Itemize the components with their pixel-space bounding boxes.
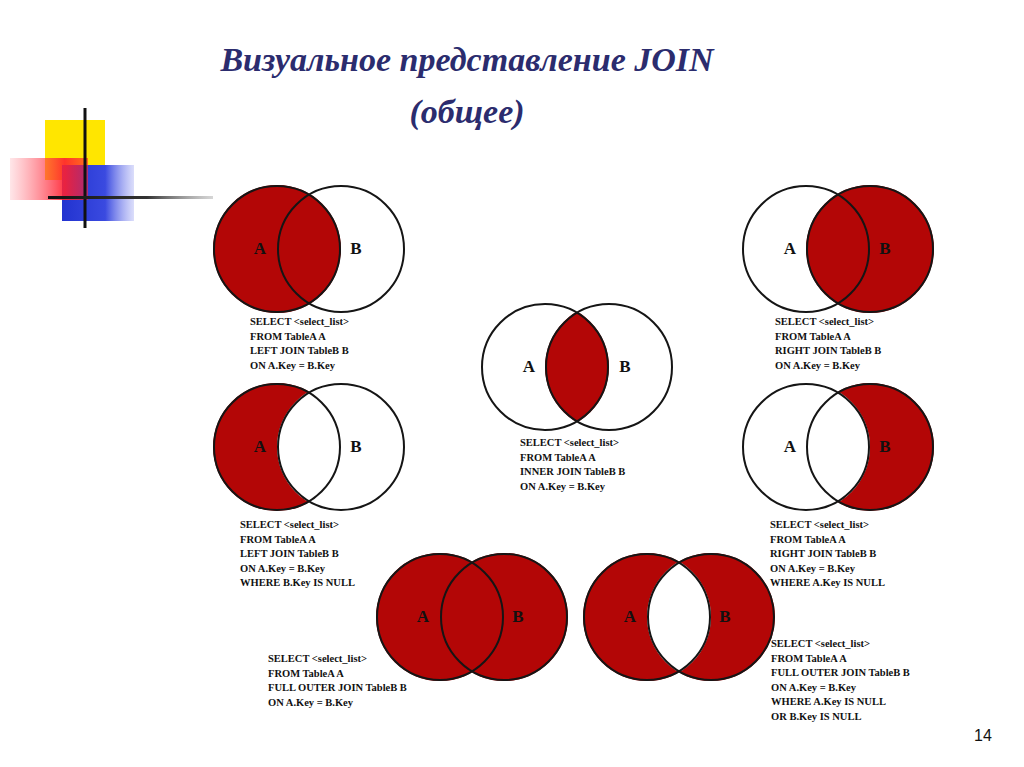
sql-code-line: WHERE A.Key IS NULL xyxy=(770,576,885,589)
sql-code-line: FROM TableA A xyxy=(268,667,344,680)
sql-code-line: FULL OUTER JOIN TableB B xyxy=(268,681,407,694)
sql-code-line: SELECT <select_list> xyxy=(771,637,870,650)
set-letter: B xyxy=(879,437,890,457)
set-circle: B xyxy=(647,553,775,681)
set-letter: B xyxy=(512,607,523,627)
circle-outline xyxy=(278,384,404,510)
sql-code-line: FROM TableA A xyxy=(240,533,316,546)
sql-code-line: ON A.Key = B.Key xyxy=(520,480,605,493)
set-circle: B xyxy=(806,383,934,511)
circle-outline xyxy=(277,185,405,313)
sql-code-line: SELECT <select_list> xyxy=(770,518,869,531)
set-circle: B xyxy=(440,553,568,681)
set-letter: A xyxy=(417,607,429,627)
slide-title: Визуальное представление JOIN (общее) xyxy=(207,34,727,138)
sql-code-line: SELECT <select_list> xyxy=(520,436,619,449)
sql-code-line: SELECT <select_list> xyxy=(775,315,874,328)
circle-outline xyxy=(277,383,405,511)
circle-outline xyxy=(278,186,404,312)
sql-code-line: FROM TableA A xyxy=(770,533,846,546)
sql-code-line: WHERE A.Key IS NULL xyxy=(771,695,886,708)
sql-code-line: SELECT <select_list> xyxy=(250,315,349,328)
set-letter: B xyxy=(350,437,361,457)
set-circle: B xyxy=(545,303,673,431)
set-letter: A xyxy=(254,437,266,457)
sql-code-line: ON A.Key = B.Key xyxy=(268,696,353,709)
full-exclusive-fill xyxy=(583,553,775,681)
circle-outline xyxy=(647,553,775,681)
right-join-fill xyxy=(806,185,934,313)
circle-outline xyxy=(807,384,933,510)
sql-code-line: OR B.Key IS NULL xyxy=(771,710,861,723)
circle-outline xyxy=(648,554,774,680)
circle-outline xyxy=(807,186,933,312)
set-letter: A xyxy=(254,239,266,259)
page-number: 14 xyxy=(974,727,992,745)
circle-outline xyxy=(806,383,934,511)
sql-code-line: LEFT JOIN TableB B xyxy=(250,344,349,357)
sql-code-line: FROM TableA A xyxy=(771,652,847,665)
decoration xyxy=(0,0,260,240)
sql-code-line: FROM TableA A xyxy=(520,451,596,464)
sql-code-line: FROM TableA A xyxy=(250,330,326,343)
deco-line xyxy=(48,196,213,199)
right-only-fill xyxy=(806,383,934,511)
set-letter: A xyxy=(523,357,535,377)
circle-outline xyxy=(546,304,672,430)
sql-code-line: ON A.Key = B.Key xyxy=(770,562,855,575)
circle-outline xyxy=(806,185,934,313)
set-circle: B xyxy=(806,185,934,313)
deco-line xyxy=(84,108,87,228)
sql-code-line: SELECT <select_list> xyxy=(240,518,339,531)
red-square xyxy=(10,158,88,200)
set-letter: A xyxy=(624,607,636,627)
full-join-fill xyxy=(376,553,568,681)
set-circle: B xyxy=(277,383,405,511)
sql-code-line: RIGHT JOIN TableB B xyxy=(770,547,876,560)
sql-code-line: WHERE B.Key IS NULL xyxy=(240,576,355,589)
sql-code-line: FULL OUTER JOIN TableB B xyxy=(771,666,910,679)
circle-outline xyxy=(440,553,568,681)
set-letter: B xyxy=(350,239,361,259)
sql-code-line: ON A.Key = B.Key xyxy=(771,681,856,694)
set-letter: B xyxy=(719,607,730,627)
sql-code-line: FROM TableA A xyxy=(775,330,851,343)
set-letter: A xyxy=(784,239,796,259)
set-letter: A xyxy=(784,437,796,457)
set-circle: B xyxy=(277,185,405,313)
sql-code-line: ON A.Key = B.Key xyxy=(775,359,860,372)
sql-code-line: INNER JOIN TableB B xyxy=(520,465,625,478)
sql-code-line: ON A.Key = B.Key xyxy=(240,562,325,575)
sql-code-line: ON A.Key = B.Key xyxy=(250,359,335,372)
set-letter: B xyxy=(879,239,890,259)
sql-code-line: SELECT <select_list> xyxy=(268,652,367,665)
circle-outline xyxy=(545,303,673,431)
circle-outline xyxy=(441,554,567,680)
sql-code-line: RIGHT JOIN TableB B xyxy=(775,344,881,357)
sql-code-line: LEFT JOIN TableB B xyxy=(240,547,339,560)
set-letter: B xyxy=(619,357,630,377)
inner-join-fill xyxy=(545,303,673,431)
